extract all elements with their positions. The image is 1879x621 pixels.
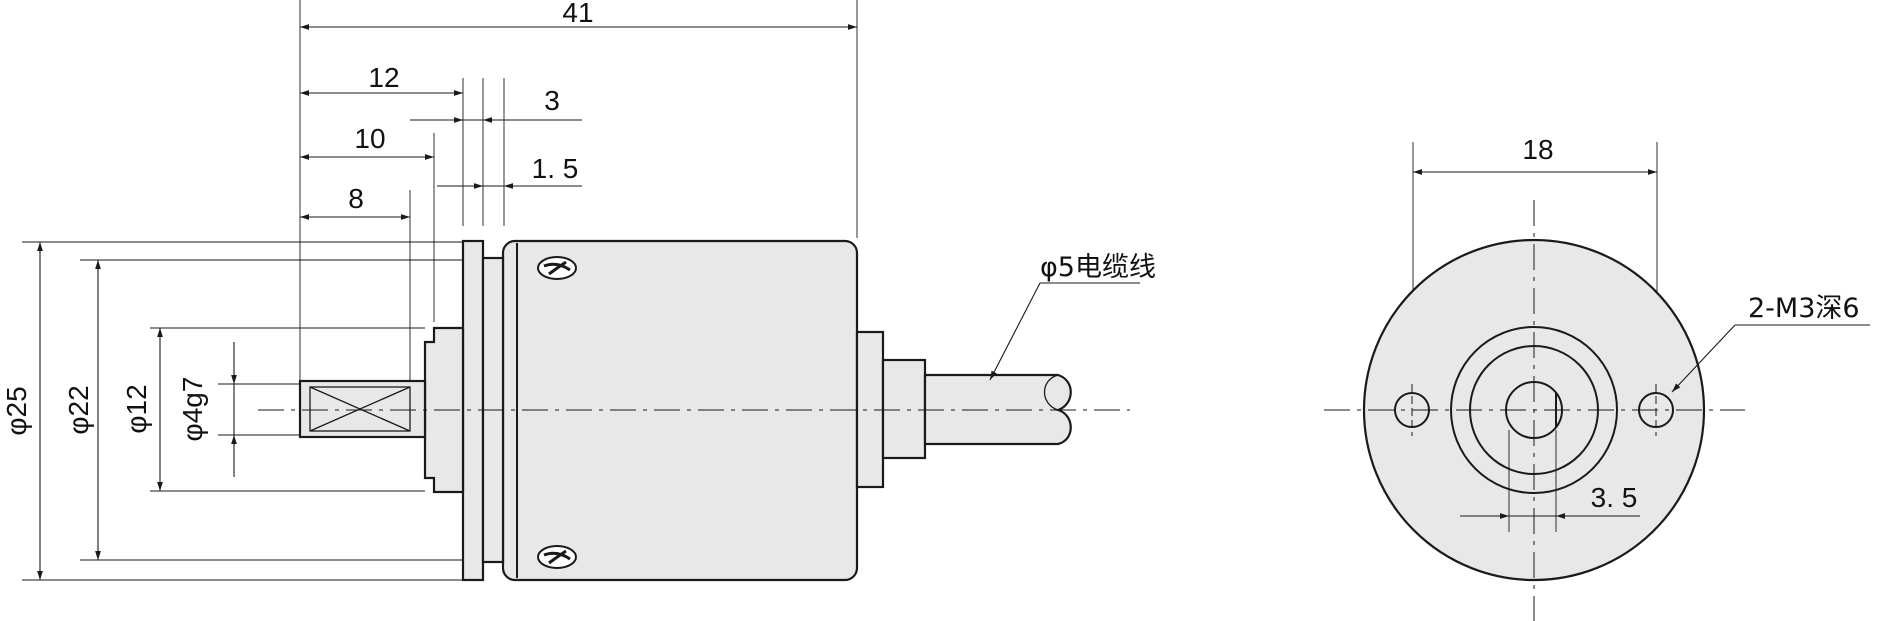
extension-lines [22, 0, 858, 581]
dim-flange-thickness: 3 [544, 85, 560, 116]
horizontal-dimensions: 41 12 3 10 1. 5 8 [300, 0, 857, 220]
hole-label: 2-M3深6 [1748, 293, 1860, 324]
dim-overall-length: 41 [562, 0, 593, 28]
dim-shaft-length: 8 [348, 183, 364, 214]
cross-screw-icon [537, 545, 577, 569]
boss-ring-outer [1450, 326, 1618, 494]
dim-body-diameter: φ25 [1, 386, 32, 435]
dim-flat-width: 3. 5 [1591, 482, 1638, 513]
cable-gland [881, 358, 927, 460]
cable-label: φ5电缆线 [1040, 252, 1156, 283]
shaft [298, 379, 427, 439]
shaft-flat [309, 386, 411, 432]
dim-hole-spacing: 18 [1522, 134, 1553, 165]
vertical-dimensions: φ25 φ22 φ12 φ4g7 [1, 242, 237, 580]
dim-shaft-diameter: φ4g7 [177, 377, 208, 442]
side-view: 41 12 3 10 1. 5 8 φ25 φ22 φ12 [1, 0, 1156, 582]
dim-boss-thickness: 1. 5 [532, 153, 579, 184]
dim-flange-position: 12 [368, 62, 399, 93]
dim-flange-diameter: φ22 [63, 385, 94, 434]
front-view: 18 3. 5 2-M3深6 [1324, 134, 1870, 621]
cross-screw-icon [537, 256, 577, 280]
dim-boss-diameter: φ12 [121, 384, 152, 433]
dim-boss-position: 10 [354, 123, 385, 154]
